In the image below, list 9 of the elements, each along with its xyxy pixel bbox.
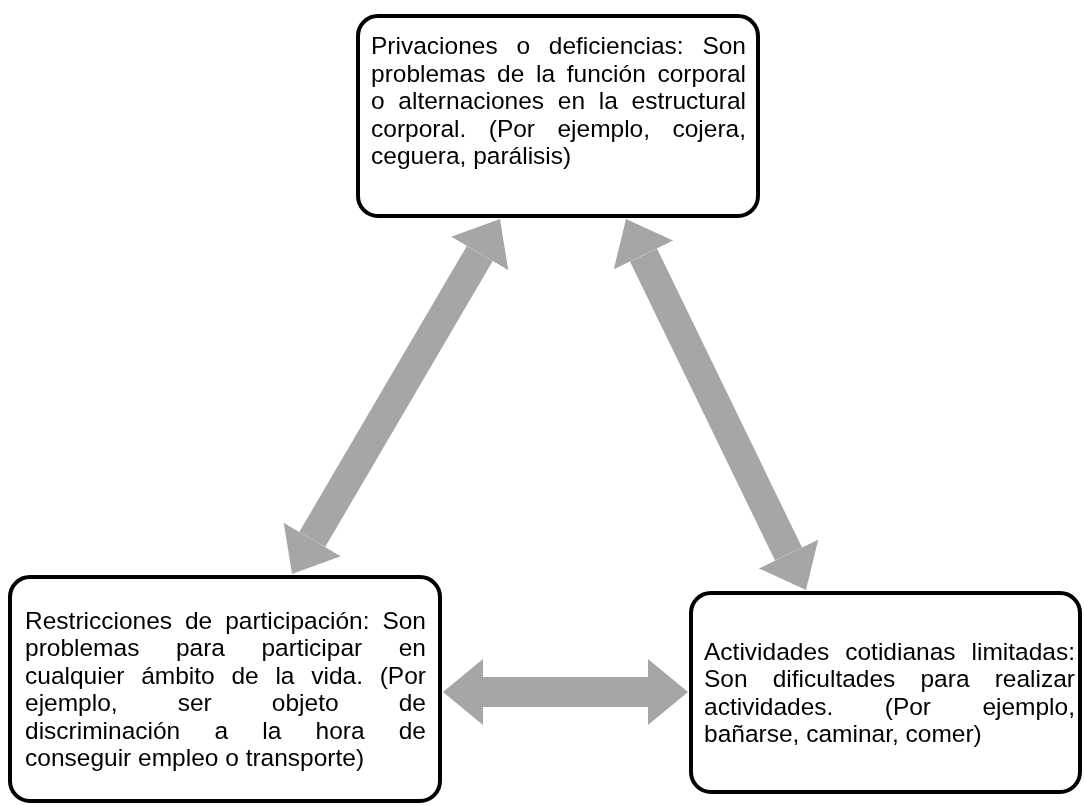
double-arrow xyxy=(283,219,509,574)
rounded-text-box xyxy=(8,575,442,803)
rounded-text-box xyxy=(689,591,1082,794)
box-text: Restricciones de participación: Son problemas para participar en cualquier ámbito de la vida. (Por ejemplo, ser objeto de discriminación a la hora de conseguir empleo o transporte) xyxy=(25,606,426,772)
box-text: Privaciones o deficiencias: Son problemas de la función corporal o alternaciones en la estructural corporal. (Por ejemplo, cojera, ceguera, parálisis) xyxy=(371,32,746,170)
double-arrow xyxy=(613,219,819,590)
rounded-text-box xyxy=(356,14,760,218)
double-arrow xyxy=(443,659,688,725)
box-text: Actividades cotidianas limitadas: Son dificultades para realizar actividades. (Por ejemplo, bañarse, caminar, comer) xyxy=(704,637,1075,748)
